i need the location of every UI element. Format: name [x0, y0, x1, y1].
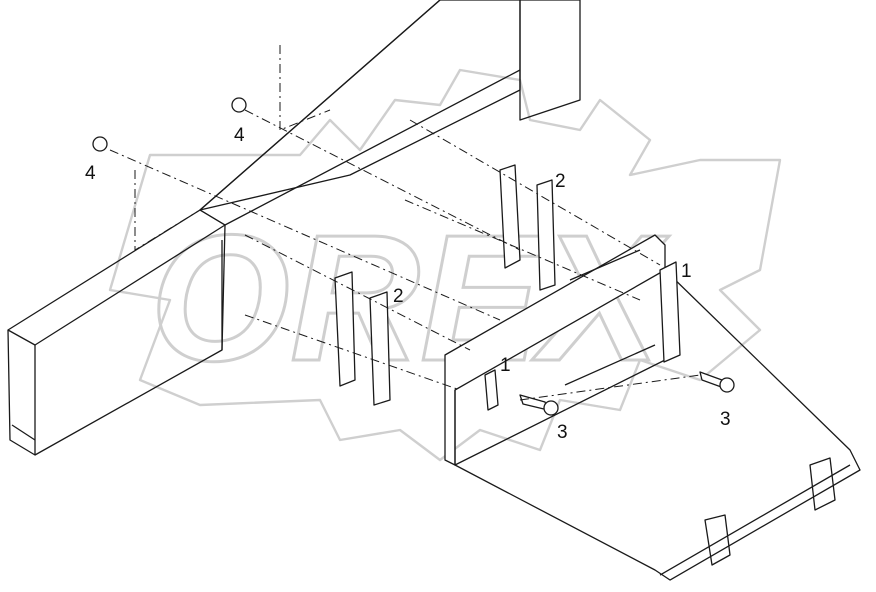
- bracket-strap-right: [659, 261, 681, 363]
- nut-top: [231, 97, 247, 113]
- callout-1-right: 1: [681, 261, 692, 282]
- tray-latch-clips: [704, 457, 836, 566]
- callout-2-bottom: 2: [393, 286, 404, 307]
- callout-3-right: 3: [720, 409, 731, 430]
- bolt-right: [699, 371, 735, 393]
- callout-3-left: 3: [557, 422, 568, 443]
- assembly-centerlines: [109, 109, 701, 401]
- callout-1-left: 1: [500, 355, 511, 376]
- nut-left: [92, 136, 108, 152]
- spacer-plate-lower-pair: [334, 271, 391, 406]
- callout-2-top: 2: [555, 171, 566, 192]
- frame-rail: [7, 0, 581, 456]
- battery-tray: [444, 234, 861, 581]
- callout-4-left: 4: [85, 163, 96, 184]
- bracket-strap-left: [484, 369, 499, 411]
- callout-4-top: 4: [234, 125, 245, 146]
